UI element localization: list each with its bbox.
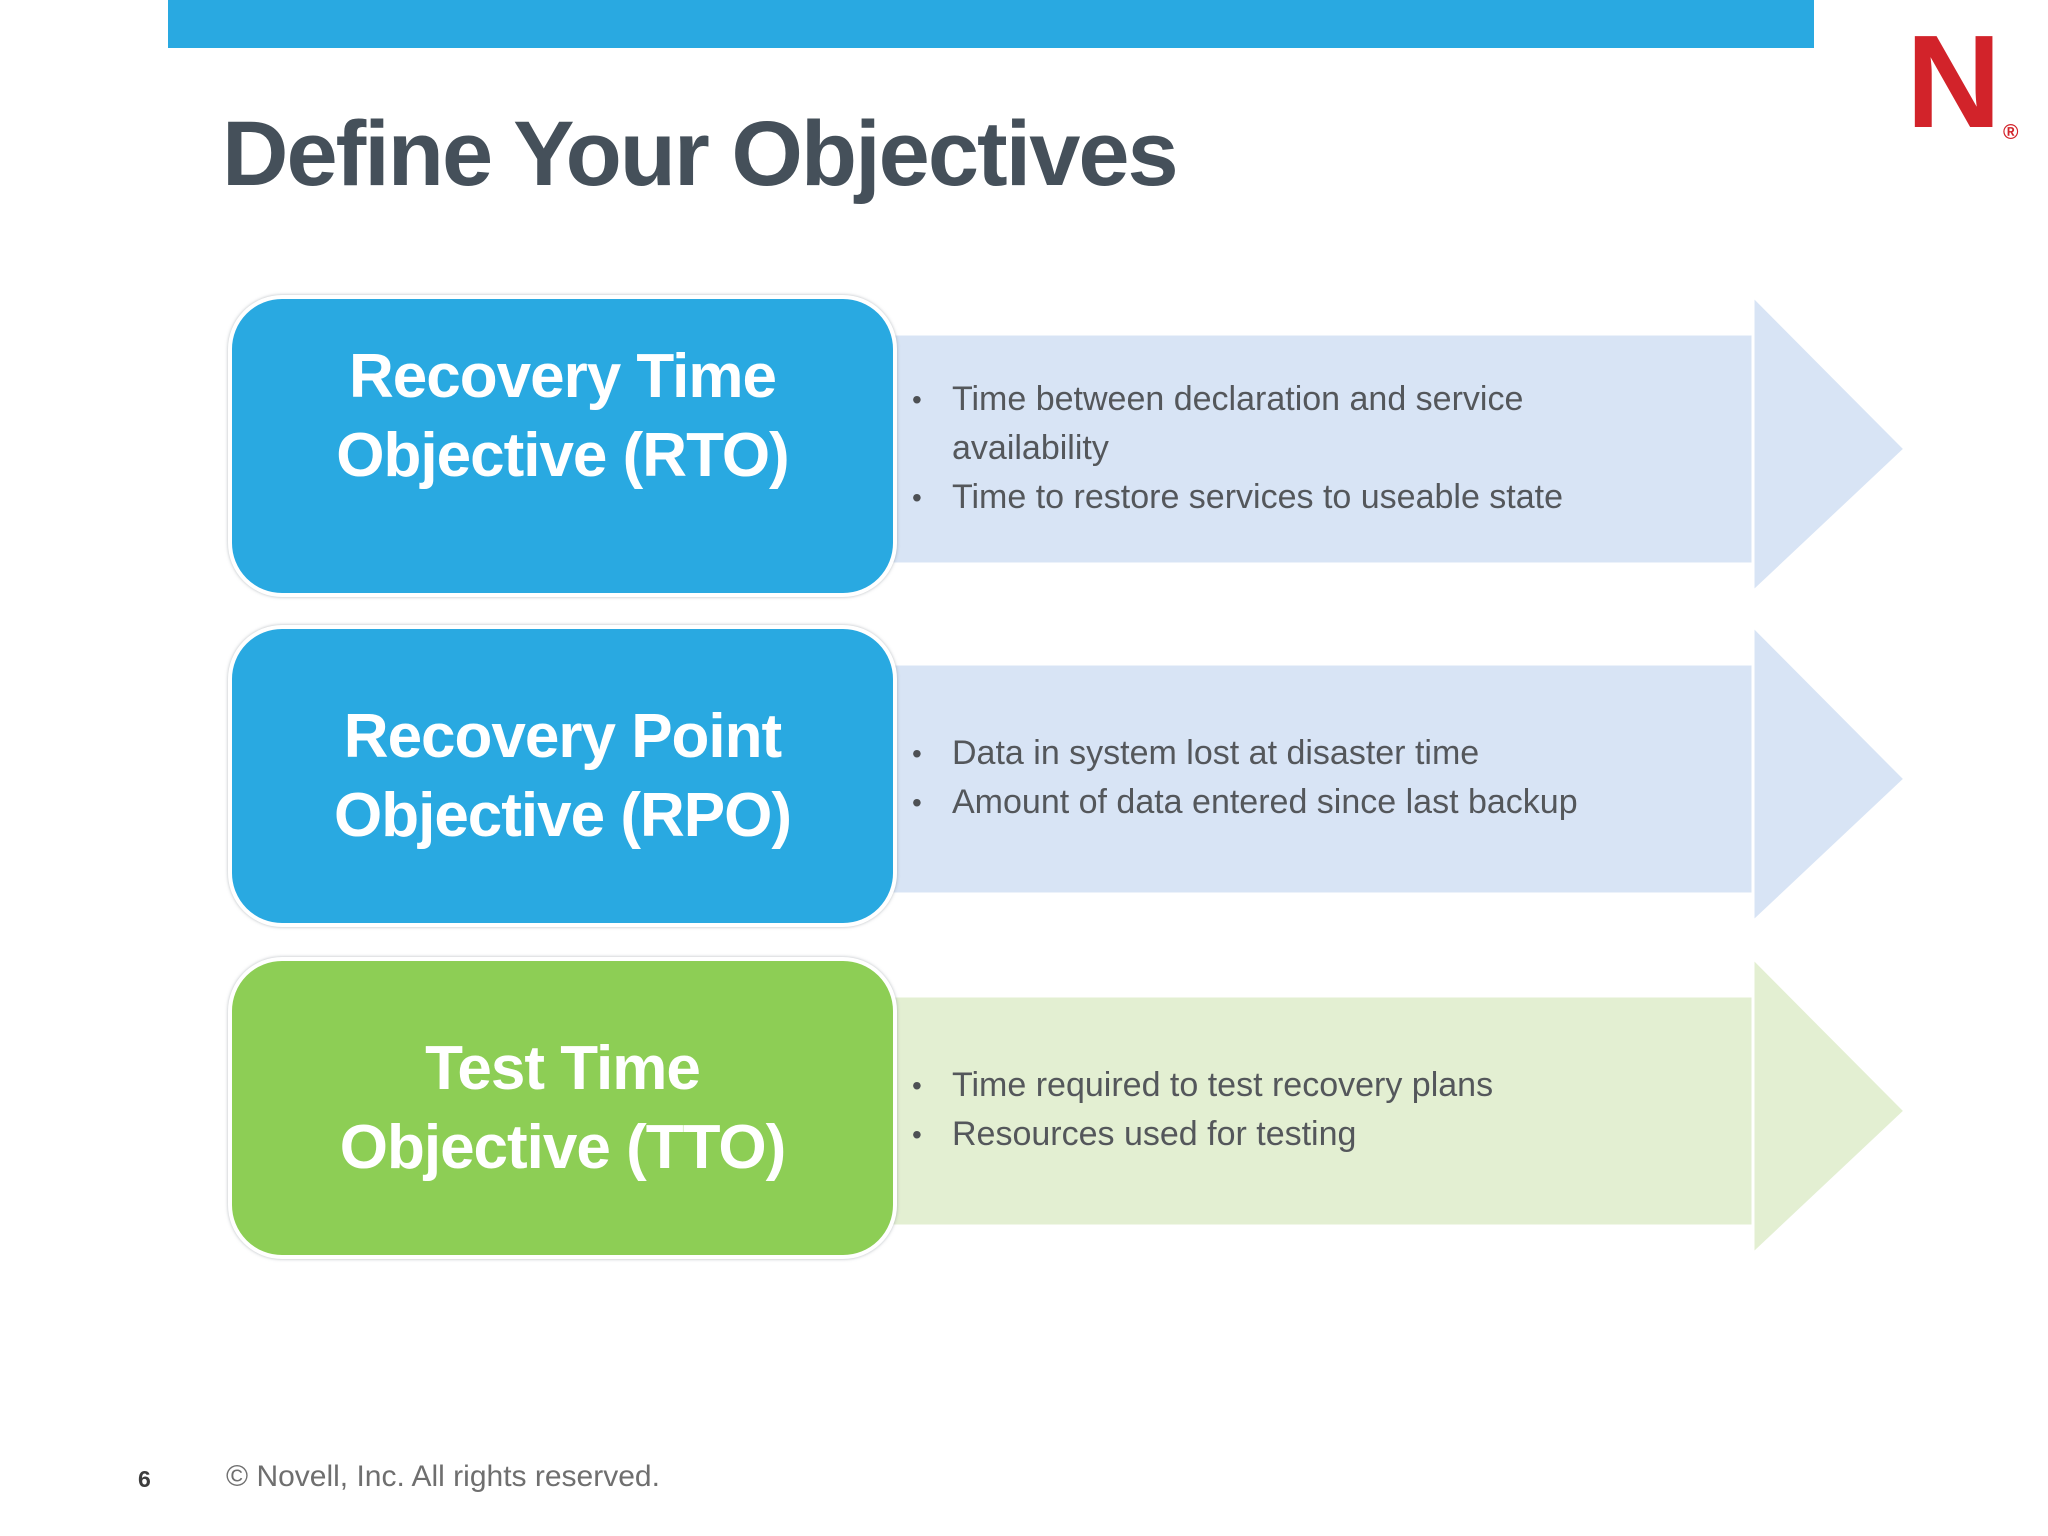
diagram-row-rto: • Time between declaration and service a… bbox=[0, 293, 2048, 597]
bullet-item: • Amount of data entered since last back… bbox=[912, 778, 1772, 827]
label-line: Objective (RTO) bbox=[336, 421, 789, 490]
bullet-text: Time between declaration and service bbox=[952, 379, 1524, 418]
novell-logo-icon: N ® bbox=[1906, 16, 2026, 151]
label-line: Objective (RPO) bbox=[334, 781, 792, 850]
bullet-item: • Data in system lost at disaster time bbox=[912, 729, 1772, 778]
label-line: Recovery Time bbox=[349, 342, 777, 411]
page-title: Define Your Objectives bbox=[222, 103, 1179, 205]
bullet-dot-icon: • bbox=[912, 481, 922, 513]
bullet-item-continuation: availability bbox=[912, 424, 1772, 473]
objective-box-label: Test Time Objective (TTO) bbox=[340, 1029, 786, 1187]
registered-mark-icon: ® bbox=[2003, 121, 2019, 144]
bullet-dot-icon: • bbox=[912, 787, 922, 818]
diagram-row-tto: • Time required to test recovery plans •… bbox=[0, 955, 2048, 1259]
bullet-item: • Time required to test recovery plans bbox=[912, 1061, 1772, 1110]
label-line: Recovery Point bbox=[343, 702, 782, 771]
arrow-head bbox=[1751, 293, 1908, 595]
bullet-text: availability bbox=[952, 428, 1109, 467]
bullet-dot-icon: • bbox=[912, 738, 922, 769]
label-line: Objective (TTO) bbox=[339, 1113, 786, 1182]
bullet-text: Amount of data entered since last backup bbox=[952, 783, 1578, 821]
bullet-item: • Time between declaration and service bbox=[912, 375, 1772, 424]
bullet-dot-icon: • bbox=[912, 1070, 922, 1101]
objective-box-label: Recovery Time Objective (RTO) bbox=[336, 337, 789, 495]
objective-box-rto: Recovery Time Objective (RTO) bbox=[228, 295, 897, 597]
top-accent-bar bbox=[168, 0, 1814, 48]
footer-copyright: © Novell, Inc. All rights reserved. bbox=[226, 1460, 660, 1493]
objective-box-label: Recovery Point Objective (RPO) bbox=[334, 697, 792, 855]
bullet-item: • Time to restore services to useable st… bbox=[912, 473, 1772, 522]
bullet-text: Resources used for testing bbox=[952, 1115, 1357, 1153]
bullet-list-rto: • Time between declaration and service a… bbox=[912, 333, 1772, 563]
bullet-text: Data in system lost at disaster time bbox=[952, 734, 1480, 772]
arrow-head bbox=[1751, 623, 1908, 925]
objective-box-rpo: Recovery Point Objective (RPO) bbox=[228, 625, 897, 927]
bullet-item: • Resources used for testing bbox=[912, 1110, 1772, 1159]
diagram-row-rpo: • Data in system lost at disaster time •… bbox=[0, 623, 2048, 927]
bullet-dot-icon: • bbox=[912, 383, 922, 415]
bullet-dot-icon: • bbox=[912, 1119, 922, 1150]
objective-box-tto: Test Time Objective (TTO) bbox=[228, 957, 897, 1259]
logo-letter: N bbox=[1906, 8, 2001, 155]
bullet-text: Time to restore services to useable stat… bbox=[952, 477, 1564, 516]
bullet-list-tto: • Time required to test recovery plans •… bbox=[912, 995, 1772, 1225]
page-number: 6 bbox=[138, 1466, 151, 1492]
label-line: Test Time bbox=[425, 1034, 701, 1103]
arrow-head bbox=[1751, 955, 1908, 1257]
bullet-text: Time required to test recovery plans bbox=[952, 1066, 1494, 1104]
bullet-list-rpo: • Data in system lost at disaster time •… bbox=[912, 663, 1772, 893]
